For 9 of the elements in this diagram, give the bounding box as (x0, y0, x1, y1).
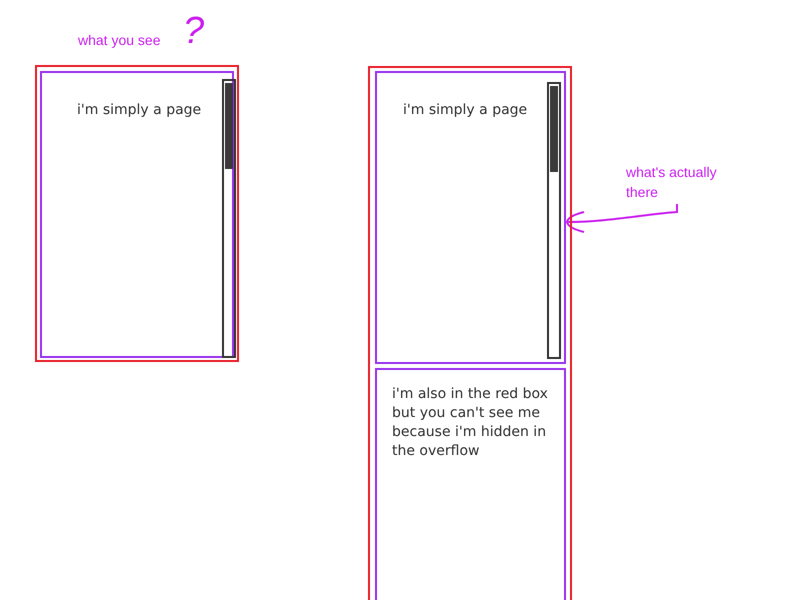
annotation-text: what you see (78, 31, 160, 50)
question-mark: ? (183, 12, 204, 50)
page-text: i'm simply a page (403, 101, 528, 120)
page-box (375, 368, 566, 600)
annotation-text: what's actually there (626, 163, 718, 202)
page-text: i'm simply a page (77, 101, 202, 120)
page-text: i'm also in the red box but you can't see me because i'm hidden in the overflow (392, 385, 549, 461)
page-box (375, 71, 566, 364)
container-box (368, 66, 572, 600)
